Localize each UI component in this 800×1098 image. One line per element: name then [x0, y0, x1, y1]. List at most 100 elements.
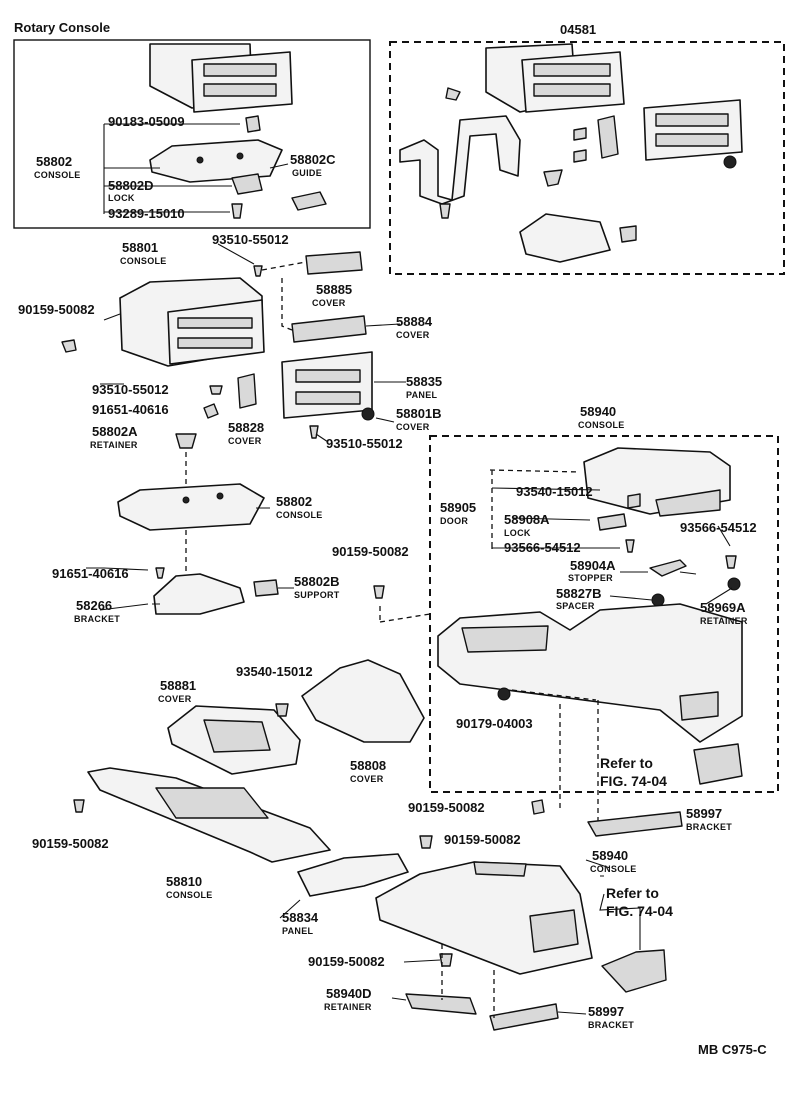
label-58884: 58884 [396, 314, 433, 329]
rotary-screw [231, 203, 243, 219]
label-58827b: 58827B [556, 586, 602, 601]
name-panel-58834: PANEL [282, 926, 314, 936]
retainer-58940d [405, 993, 477, 1015]
ref-top-line1: Refer to [600, 755, 653, 771]
label-90159-c: 90159-50082 [408, 800, 485, 815]
name-door-58905: DOOR [440, 516, 468, 526]
screw-90159-f [439, 953, 453, 967]
cover-58884 [291, 315, 367, 343]
label-58802c: 58802C [290, 152, 336, 167]
rotary-head-unit [149, 43, 293, 113]
screw-93510-b [209, 385, 223, 395]
label-58905: 58905 [440, 500, 476, 515]
label-90179: 90179-04003 [456, 716, 533, 731]
cover-58828 [237, 373, 257, 409]
label-93510-c: 93510-55012 [326, 436, 403, 451]
bracket-58997-b [489, 1003, 559, 1031]
variant-retainer [543, 169, 563, 187]
rotary-clip [245, 115, 261, 133]
name-support-58802b: SUPPORT [294, 590, 340, 600]
label-58835: 58835 [406, 374, 442, 389]
variant-bracket [399, 115, 521, 205]
rotary-console-title: Rotary Console [14, 20, 110, 35]
bracket-58997-a [587, 811, 683, 837]
name-cover-58884: COVER [396, 330, 430, 340]
name-console-58802: CONSOLE [276, 510, 323, 520]
cover-58881 [167, 705, 301, 775]
cover-58801b [361, 407, 375, 421]
ref-bottom-line2: FIG. 74-04 [606, 903, 673, 919]
name-stopper-58904a: STOPPER [568, 573, 613, 583]
name-retainer-58969a: RETAINER [700, 616, 748, 626]
screw-93540-b [275, 703, 289, 717]
label-58808: 58808 [350, 758, 386, 773]
label-58885: 58885 [316, 282, 352, 297]
label-58802a: 58802A [92, 424, 138, 439]
name-bracket-58997-b: BRACKET [588, 1020, 634, 1030]
variant-base [519, 213, 637, 263]
panel-58835 [281, 351, 373, 419]
label-58802: 58802 [276, 494, 312, 509]
name-panel-58835: PANEL [406, 390, 438, 400]
footer-code: MB C975-C [698, 1042, 767, 1057]
rotary-console-box [13, 39, 371, 229]
rotary-guide [291, 191, 327, 211]
variant-04581-title: 04581 [560, 22, 596, 37]
retainer-58802a [175, 433, 197, 449]
name-lock-58908a: LOCK [504, 528, 531, 538]
name-bracket-58997-a: BRACKET [686, 822, 732, 832]
name-console-rotary: CONSOLE [34, 170, 81, 180]
label-93566-b: 93566-54512 [680, 520, 757, 535]
label-58828: 58828 [228, 420, 264, 435]
panel-ref-bottom [601, 949, 667, 993]
screw-90159-d [73, 799, 85, 813]
label-58908a: 58908A [504, 512, 550, 527]
retainer-58969a [727, 577, 741, 591]
screw-90159-a [61, 339, 77, 353]
screw-93510-c [309, 425, 319, 439]
label-90159-b: 90159-50082 [332, 544, 409, 559]
lock-58908a [597, 513, 627, 531]
console-58940-box [429, 435, 779, 793]
label-58810: 58810 [166, 874, 202, 889]
name-console-58810: CONSOLE [166, 890, 213, 900]
label-93510-b: 93510-55012 [92, 382, 169, 397]
label-91651-a: 91651-40616 [92, 402, 169, 417]
ref-bottom-line1: Refer to [606, 885, 659, 901]
ref-top-line2: FIG. 74-04 [600, 773, 667, 789]
name-console-58940-b: CONSOLE [590, 864, 637, 874]
label-58266: 58266 [76, 598, 112, 613]
console-58810 [87, 767, 331, 863]
screw-90159-b [373, 585, 385, 599]
label-93289-15010: 93289-15010 [108, 206, 185, 221]
name-console-58801: CONSOLE [120, 256, 167, 266]
label-90159-a: 90159-50082 [18, 302, 95, 317]
label-91651-b: 91651-40616 [52, 566, 129, 581]
name-cover-58885: COVER [312, 298, 346, 308]
label-58940-a: 58940 [580, 404, 616, 419]
name-cover-58801b: COVER [396, 422, 430, 432]
name-spacer-58827b: SPACER [556, 601, 595, 611]
label-90159-f: 90159-50082 [308, 954, 385, 969]
label-58802-rotary: 58802 [36, 154, 72, 169]
screw-91651-a [203, 403, 219, 419]
variant-clip-a [597, 115, 619, 159]
panel-58834 [297, 853, 409, 897]
label-58802d: 58802D [108, 178, 154, 193]
label-58904a: 58904A [570, 558, 616, 573]
label-58997-b: 58997 [588, 1004, 624, 1019]
label-90159-d: 90159-50082 [32, 836, 109, 851]
rotary-lock [231, 173, 263, 195]
label-93566-a: 93566-54512 [504, 540, 581, 555]
screw-91651-b [155, 567, 165, 579]
boot-58808 [301, 659, 425, 743]
label-93540-b: 93540-15012 [236, 664, 313, 679]
name-cover-58881: COVER [158, 694, 192, 704]
label-93510-a: 93510-55012 [212, 232, 289, 247]
label-58801: 58801 [122, 240, 158, 255]
console-58940-lower [375, 861, 593, 975]
label-58940d: 58940D [326, 986, 372, 1001]
variant-panel [643, 99, 743, 161]
stopper-58904a [649, 559, 687, 577]
